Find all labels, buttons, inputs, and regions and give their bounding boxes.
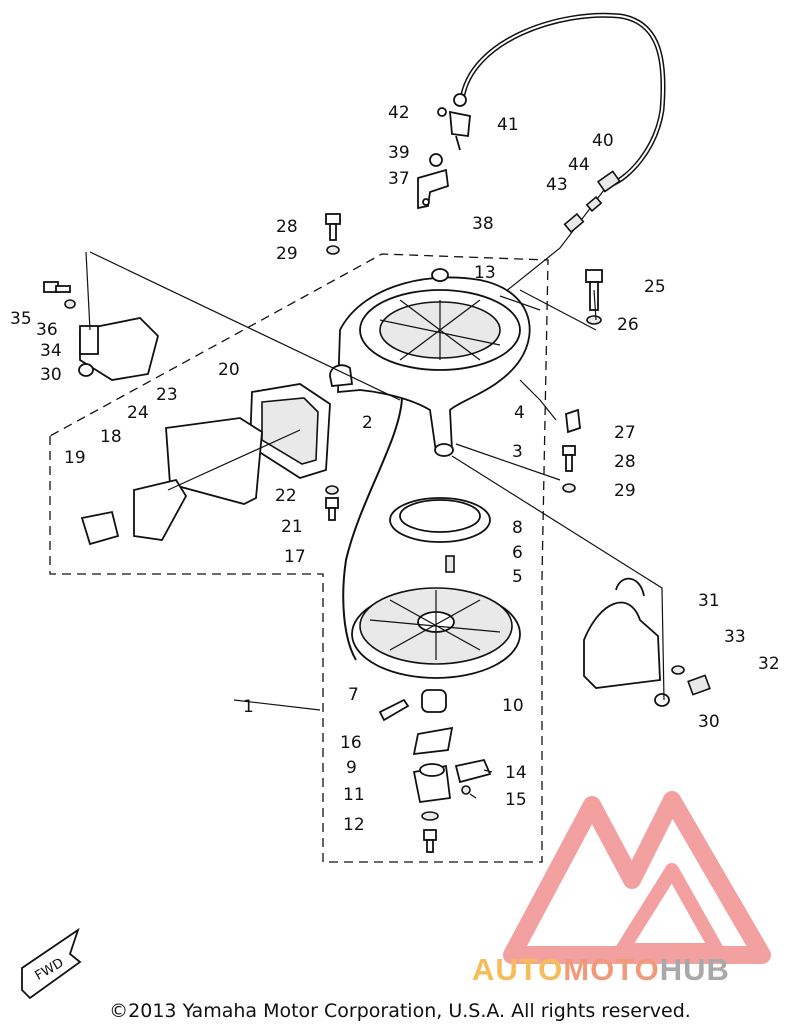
callout: 16 [340,733,362,753]
bolts-top [325,213,341,255]
callout: 44 [568,155,590,175]
callout-labels: 1 2 3 4 5 6 7 8 9 10 11 12 13 14 15 16 1… [10,103,780,835]
leader-lines [85,251,665,799]
callout: 20 [218,360,240,380]
callout: 23 [156,385,178,405]
callout: 43 [546,175,568,195]
callout: 42 [388,103,410,123]
callout: 30 [698,712,720,732]
bolts-right [562,269,603,493]
callout: 41 [497,115,519,135]
callout: 2 [362,413,373,433]
callout: 1 [243,697,254,717]
callout: 33 [724,627,746,647]
cable-joint-parts [563,195,603,234]
watermark-text-auto: AUTO [472,952,564,987]
left-bracket [43,281,160,381]
callout: 13 [474,263,496,283]
callout: 24 [127,403,149,423]
callout: 37 [388,169,410,189]
watermark-text: AUTOMOTOHUB [472,952,798,988]
callout: 36 [36,320,58,340]
link-bracket-parts [417,93,471,210]
callout: 34 [40,341,62,361]
callout: 31 [698,591,720,611]
callout: 21 [281,517,303,537]
reel-assembly [351,497,521,679]
callout: 39 [388,143,410,163]
fwd-arrow: FWD [21,927,82,1000]
callout: 4 [514,403,525,423]
callout: 6 [512,543,523,563]
callout: 25 [644,277,666,297]
watermark-text-hub: HUB [659,952,730,987]
handle-parts [80,383,339,546]
callout: 9 [346,758,357,778]
callout: 26 [617,315,639,335]
callout: 29 [276,244,298,264]
starter-case [329,268,531,457]
callout: 17 [284,547,306,567]
watermark-logo-inner [615,863,724,957]
callout: 11 [343,785,365,805]
callout: 19 [64,448,86,468]
callout: 18 [100,427,122,447]
cover-parts [583,577,711,707]
watermark-text-moto: MOTO [563,952,660,987]
watermark-logo [503,791,771,964]
copyright-notice: ©2013 Yamaha Motor Corporation, U.S.A. A… [109,1000,691,1022]
callout: 27 [614,423,636,443]
callout: 7 [348,685,359,705]
starter-rope [342,397,403,661]
callout: 40 [592,131,614,151]
callout: 22 [275,486,297,506]
callout: 5 [512,567,523,587]
callout: 8 [512,518,523,538]
callout: 38 [472,214,494,234]
callout: 32 [758,654,780,674]
callout: 29 [614,481,636,501]
callout: 14 [505,763,527,783]
callout: 3 [512,442,523,462]
callout: 15 [505,790,527,810]
callout: 12 [343,815,365,835]
callout: 28 [614,452,636,472]
assembly-outline [49,253,549,863]
callout: 28 [276,217,298,237]
throttle-cable [459,12,666,297]
callout: 35 [10,309,32,329]
callout: 30 [40,365,62,385]
lower-parts [378,689,492,853]
callout: 10 [502,696,524,716]
